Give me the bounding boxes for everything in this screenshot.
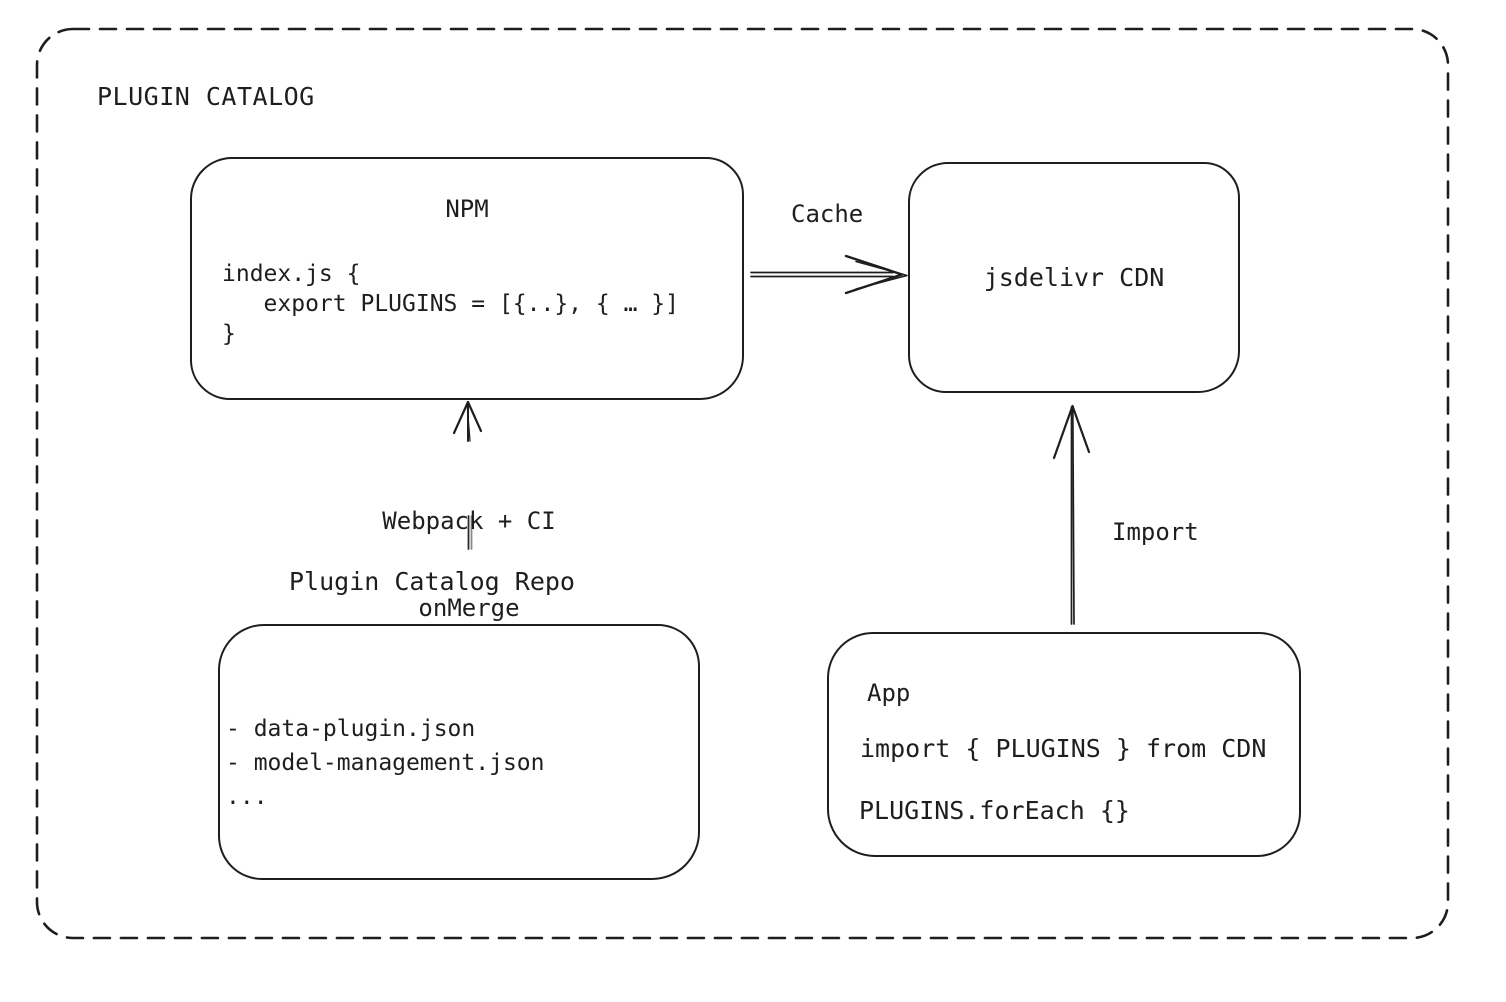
cache-arrow [750, 254, 908, 295]
cache-arrow-label: Cache [791, 200, 864, 228]
catalog-boundary [35, 27, 1450, 940]
cdn-box-title: jsdelivr CDN [983, 263, 1165, 292]
build-arrow-label: Webpack + CI onMerge [357, 449, 581, 681]
build-arrow-label-line1: Webpack + CI [382, 507, 556, 535]
repo-file-item: ... [226, 784, 268, 810]
app-code-line: PLUGINS.forEach {} [859, 796, 1130, 825]
repo-file-item: - data-plugin.json [226, 716, 476, 742]
app-box: App import { PLUGINS } from CDN PLUGINS.… [827, 632, 1301, 857]
npm-code-line: export PLUGINS = [{..}, { … }] [222, 291, 679, 317]
build-arrow [452, 400, 483, 442]
repo-box-label: Plugin Catalog Repo [289, 567, 575, 596]
repo-connector-line [467, 515, 473, 550]
app-code-line: import { PLUGINS } from CDN [860, 734, 1267, 763]
app-box-title: App [867, 679, 911, 707]
npm-box: NPM index.js { export PLUGINS = [{..}, {… [190, 157, 744, 400]
build-arrow-label-line2: onMerge [418, 594, 520, 622]
npm-box-title: NPM [445, 195, 489, 223]
import-arrow [1052, 404, 1091, 625]
npm-code-block: index.js { export PLUGINS = [{..}, { … }… [192, 259, 742, 349]
diagram-title: PLUGIN CATALOG [97, 82, 315, 111]
repo-box: - data-plugin.json - model-management.js… [218, 624, 700, 880]
repo-file-item: - model-management.json [226, 750, 545, 776]
repo-file-list: - data-plugin.json - model-management.js… [220, 626, 698, 814]
cdn-box: jsdelivr CDN [908, 162, 1240, 393]
npm-code-line: } [222, 321, 236, 347]
npm-code-line: index.js { [222, 261, 361, 287]
import-arrow-label: Import [1112, 518, 1199, 546]
